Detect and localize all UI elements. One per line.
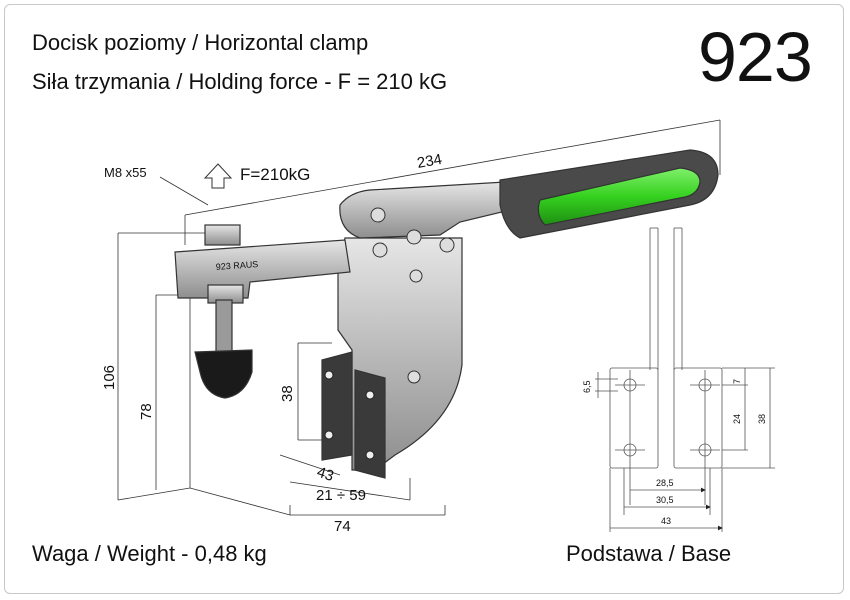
dim-height-total: 106: [101, 365, 118, 390]
dim-bracket-height: 38: [279, 385, 296, 402]
base-dim-top-offset: 7: [732, 379, 742, 384]
dim-bracket-width: 43: [315, 464, 336, 485]
base-dim-height: 38: [757, 414, 767, 424]
base-dim-width: 43: [661, 516, 671, 526]
base-dim-mid: 30,5: [656, 495, 674, 505]
base-dim-hole: 6,5: [582, 380, 592, 393]
title-line-1: Docisk poziomy / Horizontal clamp: [32, 30, 369, 55]
clamp-body: [174, 149, 719, 479]
pivot-holes: [370, 207, 455, 384]
dim-length: 234: [416, 151, 444, 172]
dimension-lines: [117, 119, 721, 516]
base-plate-drawing: [595, 227, 775, 532]
dim-stroke: 21 ÷ 59: [316, 487, 366, 504]
force-arrow-icon: [203, 163, 233, 189]
weight-label: Waga / Weight - 0,48 kg: [32, 541, 267, 566]
title-line-2: Siła trzymania / Holding force - F = 210…: [32, 69, 448, 94]
base-dim-hole-spacing: 24: [732, 414, 742, 424]
model-number: 923: [698, 18, 813, 96]
page-border: [4, 4, 844, 594]
bracket-holes: [324, 370, 375, 460]
dim-height-spindle: 78: [138, 403, 155, 420]
base-caption: Podstawa / Base: [566, 541, 732, 566]
dim-depth: 74: [334, 518, 351, 535]
base-dim-inner: 28,5: [656, 478, 674, 488]
force-label: F=210kG: [240, 165, 310, 184]
bolt-label: M8 x55: [104, 165, 147, 180]
arm-marking: 923 RAUS: [215, 259, 258, 272]
